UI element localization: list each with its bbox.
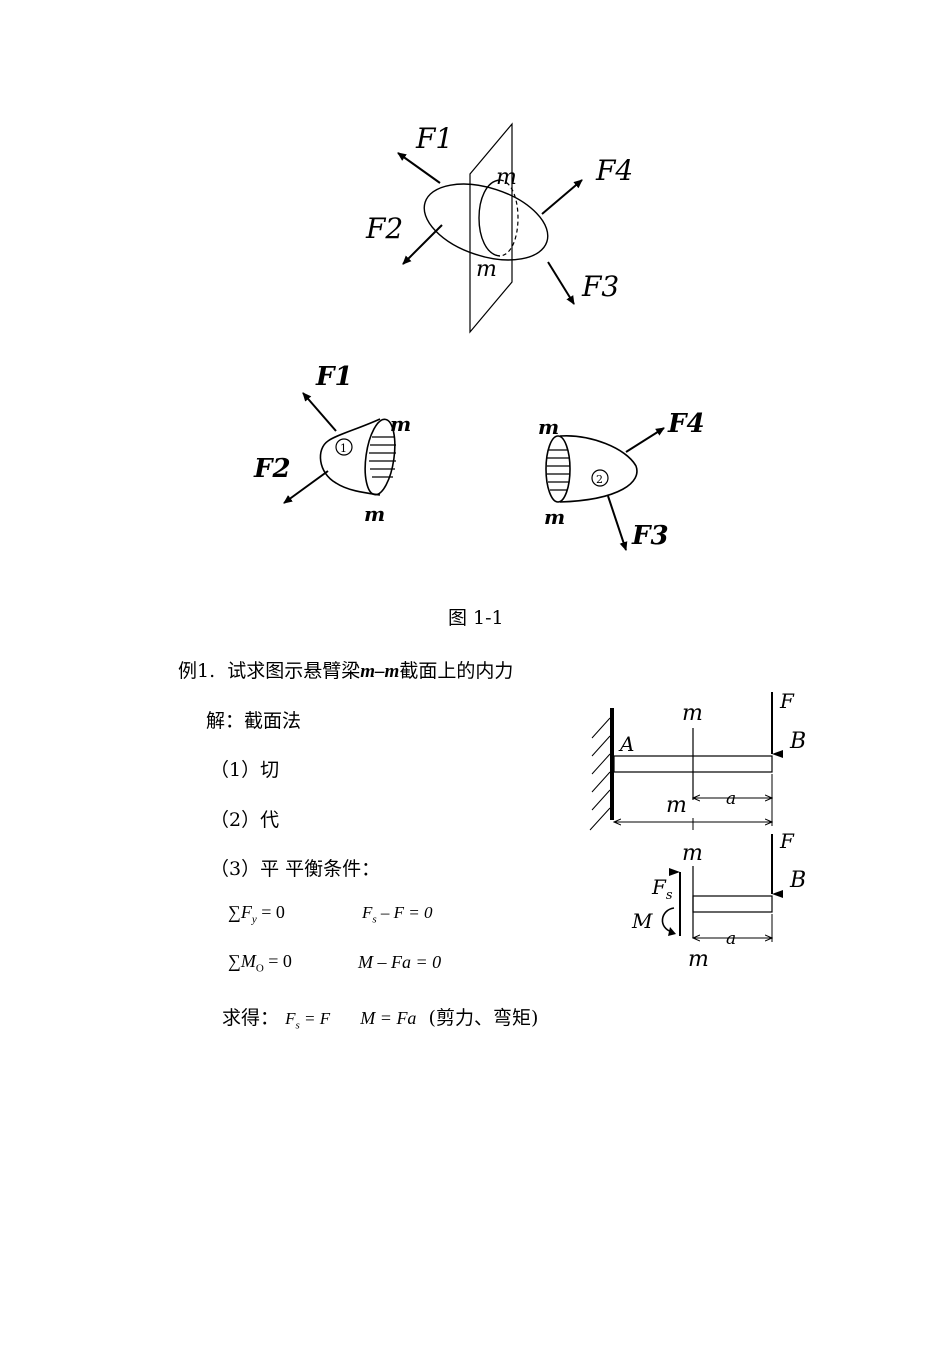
free-body-label-force-f: F: [779, 829, 795, 853]
right-label-f3: F3: [631, 521, 669, 551]
equation-force-balance: ∑Fy = 0: [228, 902, 285, 926]
label-force-f: F: [779, 689, 795, 713]
left-label-f2: F2: [253, 454, 291, 484]
free-body-label-point-b: B: [789, 868, 806, 893]
force-f1-arrow: [397, 152, 441, 184]
body-cut-diagram: F1 F2 F4 F3 m m: [365, 122, 633, 334]
label-point-a: A: [618, 732, 634, 756]
left-label-m-top: m: [390, 412, 411, 436]
label-f4: F4: [595, 154, 633, 187]
equation-moment-balance-rhs: M – Fa = 0: [358, 952, 442, 972]
step-balance: （3）平 平衡条件：: [210, 858, 381, 880]
label-dim-a: a: [726, 789, 736, 809]
free-body-label-dim-a: a: [726, 929, 736, 949]
right-label-m-top: m: [538, 415, 559, 439]
label-shear-fs: Fs: [651, 875, 673, 903]
step-replace: （2）代: [210, 809, 280, 831]
right-label-m-bottom: m: [544, 505, 565, 529]
label-m-top: m: [496, 165, 517, 190]
label-moment-m: M: [631, 909, 653, 933]
force-f2-arrow: [402, 224, 443, 265]
cantilever-beam-diagram: m F A B m a m F B Fs M a m: [589, 689, 806, 972]
equation-force-balance-rhs: Fs – F = 0: [362, 903, 433, 926]
right-label-f4: F4: [667, 409, 705, 439]
right-part-number: 2: [596, 473, 603, 486]
left-part-diagram: 1 F1 F2 m m: [253, 362, 411, 525]
label-m-section-bottom: m: [666, 793, 687, 818]
label-f3: F3: [581, 270, 619, 303]
example-title: 例1. 试求图示悬臂梁m–m截面上的内力: [178, 660, 514, 682]
bending-moment-arrow: [661, 907, 675, 933]
label-f2: F2: [365, 212, 403, 245]
label-m-bottom: m: [476, 257, 497, 282]
result-line: 求得： Fs = F M = Fa (剪力、弯矩): [222, 1007, 539, 1032]
left-part-body: [319, 418, 381, 496]
equation-moment-balance: ∑MO = 0: [228, 951, 292, 975]
force-f3-arrow: [547, 261, 575, 305]
label-f1: F1: [415, 122, 453, 155]
right-part-diagram: 2 F4 F3 m m: [538, 409, 705, 551]
body-ellipse: [423, 183, 549, 261]
left-label-f1: F1: [315, 362, 353, 392]
force-f4-arrow: [541, 179, 583, 215]
free-body-label-m-bottom: m: [688, 947, 709, 972]
solution-method: 解：截面法: [206, 710, 302, 732]
cut-plane: [469, 122, 513, 334]
right-part-body: [559, 435, 638, 503]
left-label-m-bottom: m: [364, 502, 385, 525]
label-point-b: B: [789, 729, 806, 754]
step-cut: （1）切: [210, 759, 280, 781]
figure-caption: 图 1-1: [448, 607, 504, 629]
free-body-beam: [692, 895, 773, 913]
left-part-number: 1: [340, 442, 347, 455]
free-body-label-m-top: m: [682, 841, 703, 866]
label-m-section-top: m: [682, 701, 703, 726]
